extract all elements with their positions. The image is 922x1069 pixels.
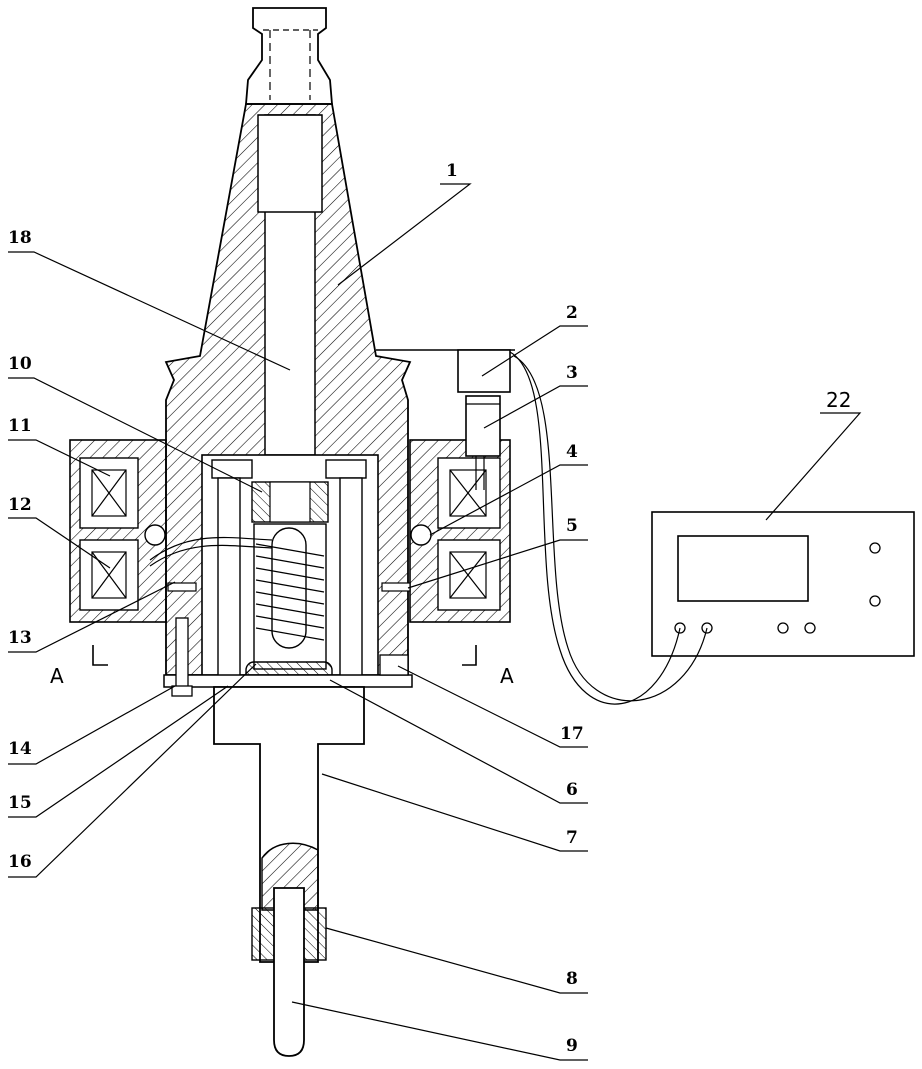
section-mark-right: A: [500, 664, 514, 688]
label-9: 9: [566, 1036, 578, 1056]
label-7: 7: [566, 828, 578, 848]
label-22: 22: [826, 388, 851, 412]
indicator-knob: [870, 543, 880, 553]
label-1: 1: [446, 161, 458, 181]
section-mark-left: A: [50, 664, 64, 688]
label-18: 18: [8, 228, 32, 248]
label-11: 11: [8, 416, 32, 436]
left-magnet-housing: [70, 440, 166, 622]
label-13: 13: [8, 628, 32, 648]
right-magnet-housing: [410, 440, 510, 622]
label-4: 4: [566, 442, 578, 462]
label-12: 12: [8, 495, 32, 515]
indicator-knob: [870, 596, 880, 606]
label-2: 2: [566, 303, 578, 323]
label-6: 6: [566, 780, 578, 800]
label-10: 10: [8, 354, 32, 374]
label-16: 16: [8, 852, 32, 872]
label-3: 3: [566, 363, 578, 383]
label-5: 5: [566, 516, 578, 536]
label-8: 8: [566, 969, 578, 989]
label-15: 15: [8, 793, 32, 813]
roller-tip: [274, 888, 304, 1056]
label-14: 14: [8, 739, 32, 759]
controller-box: [652, 512, 914, 656]
indicator-knob: [778, 623, 788, 633]
pull-stud: [246, 8, 332, 104]
indicator-knob: [805, 623, 815, 633]
label-17: 17: [560, 724, 584, 744]
